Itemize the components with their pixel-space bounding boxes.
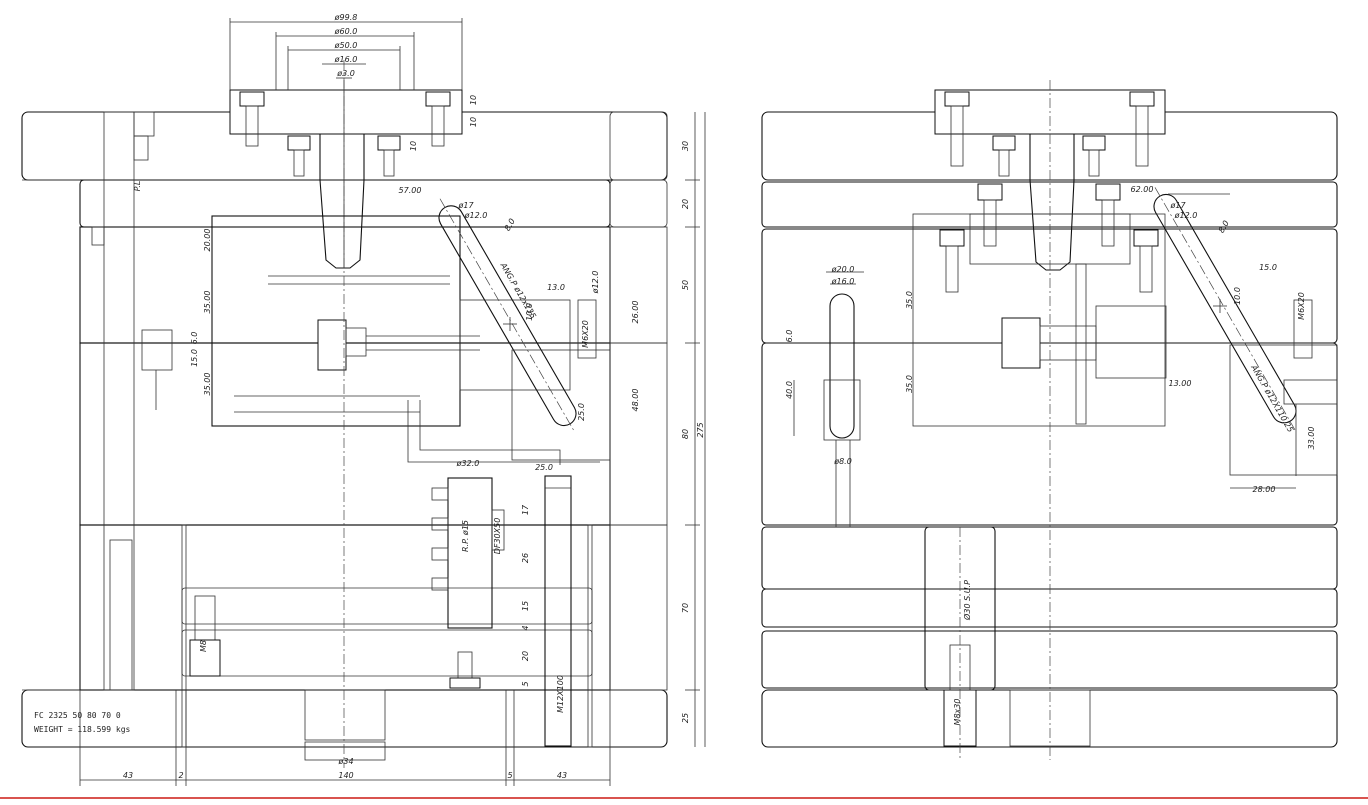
dim-pin-17: ø17 (457, 201, 474, 210)
ejector-retainer-plate (181, 587, 593, 625)
label-m6-screw: M6X20 (581, 320, 590, 348)
slide-block (511, 349, 611, 461)
label-m12-screw: M12X100 (556, 675, 565, 713)
label-angled-pin-right: ANG.P ø12X110.25 (1249, 363, 1295, 434)
dim-plate-20: 20 (681, 199, 690, 209)
dim-pin-12: ø12.0 (464, 211, 488, 220)
dim-r-6: 6.0 (785, 330, 794, 343)
dim-r-15: 15.0 (1259, 263, 1277, 272)
dim-32: ø32.0 (456, 459, 480, 468)
label-m6x20-right: M6X20 (1297, 292, 1306, 320)
dim-top-99-8: ø99.8 (334, 13, 358, 22)
dim-10: 10.0 (525, 303, 534, 321)
label-return-pin: R.P. ø15 (461, 520, 470, 552)
dim-15-b: 15 (521, 601, 530, 611)
dim-15: 15.0 (190, 349, 199, 367)
dim-r-pin-17: ø17 (1169, 201, 1186, 210)
dim-6: 6.0 (190, 332, 199, 345)
dim-bottom-43-left: 43 (123, 771, 133, 780)
label-angled-pin: ANG.P ø12x135 (498, 261, 538, 321)
sprue-bushing (319, 134, 365, 269)
dim-26: 26.00 (631, 301, 640, 324)
label-spring: DF30X50 (493, 518, 502, 555)
label-support-pillar: Ø30 S.U.P (962, 580, 972, 621)
dim-top-3: ø3.0 (336, 69, 355, 78)
dim-25-vert: 25.0 (577, 403, 586, 421)
dim-top-16: ø16.0 (334, 55, 358, 64)
dim-plate-70: 70 (681, 603, 690, 613)
long-screw (544, 475, 572, 747)
dim-17: 17 (521, 504, 530, 515)
dim-25-horiz: 25.0 (535, 463, 553, 472)
dim-ring-10-b: 10 (469, 117, 478, 127)
mold-spec-note: FC 2325 50 80 70 0 (34, 711, 121, 720)
dim-r-pin-8: 8.0 (1217, 219, 1231, 235)
label-m8x30: M8x30 (953, 699, 962, 726)
dim-r-40: 40.0 (785, 381, 794, 399)
dim-r-62: 62.00 (1131, 185, 1154, 194)
dim-26-b: 26 (521, 553, 530, 563)
cavity-plate (79, 179, 611, 228)
left-section-view: ø99.8 ø60.0 ø50.0 ø16.0 ø3.0 30 20 50 80… (21, 13, 706, 786)
dim-bottom-43-right: 43 (557, 771, 567, 780)
dim-5: 5 (521, 681, 530, 686)
dim-bottom-140: 140 (338, 771, 353, 780)
dim-plate-50: 50 (681, 280, 690, 290)
dim-13: 13.0 (547, 283, 565, 292)
dim-gate-34: ø34 (337, 757, 353, 766)
label-parting-line: P.L (133, 181, 142, 192)
dim-r-16: ø16.0 (831, 277, 855, 286)
dim-r-pin-12: ø12.0 (1174, 211, 1198, 220)
dim-top-60: ø60.0 (334, 27, 358, 36)
dim-r-28: 28.00 (1253, 485, 1276, 494)
right-section-view: 62.00 ø17 ø12.0 8.0 ø20.0 ø16.0 6.0 40.0… (761, 80, 1338, 760)
dim-pin-12-b: ø12.0 (591, 271, 600, 295)
dim-57: 57.00 (399, 186, 422, 195)
return-pin (447, 477, 493, 629)
dim-35-a: 35.00 (203, 291, 212, 314)
dim-top-50: ø50.0 (334, 41, 358, 50)
dim-r-13: 13.00 (1169, 379, 1192, 388)
support-block (79, 524, 611, 691)
dim-total-275: 275 (696, 422, 705, 437)
dim-35-b: 35.00 (203, 373, 212, 396)
dim-20-b: 20 (521, 651, 530, 661)
dim-plate-30: 30 (681, 141, 690, 151)
dim-ring-10-a: 10 (469, 95, 478, 105)
dim-48: 48.00 (631, 389, 640, 412)
dim-bottom-2: 2 (178, 771, 183, 780)
dim-r-35-b: 35.0 (905, 375, 914, 393)
side-guide-rail (103, 111, 135, 691)
dim-4: 4 (521, 625, 530, 630)
dim-pin-8: 8.0 (503, 217, 517, 233)
weight-note: WEIGHT = 118.599 kgs (34, 725, 131, 734)
dim-r-10: 10.0 (1233, 287, 1242, 305)
dim-20: 20.00 (203, 229, 212, 252)
label-m8-screw: M8 (199, 640, 208, 652)
dim-r-33: 33.00 (1307, 427, 1316, 450)
dim-ring-10-c: 10 (409, 141, 418, 151)
dim-plate-80: 80 (681, 429, 690, 439)
dim-r-35-a: 35.0 (905, 291, 914, 309)
dim-r-20: ø20.0 (831, 265, 855, 274)
dim-r-8: ø8.0 (833, 457, 852, 466)
ejector-plate (181, 629, 593, 677)
dim-bottom-5: 5 (507, 771, 512, 780)
locating-ring (229, 89, 463, 135)
dim-plate-25: 25 (681, 713, 690, 723)
